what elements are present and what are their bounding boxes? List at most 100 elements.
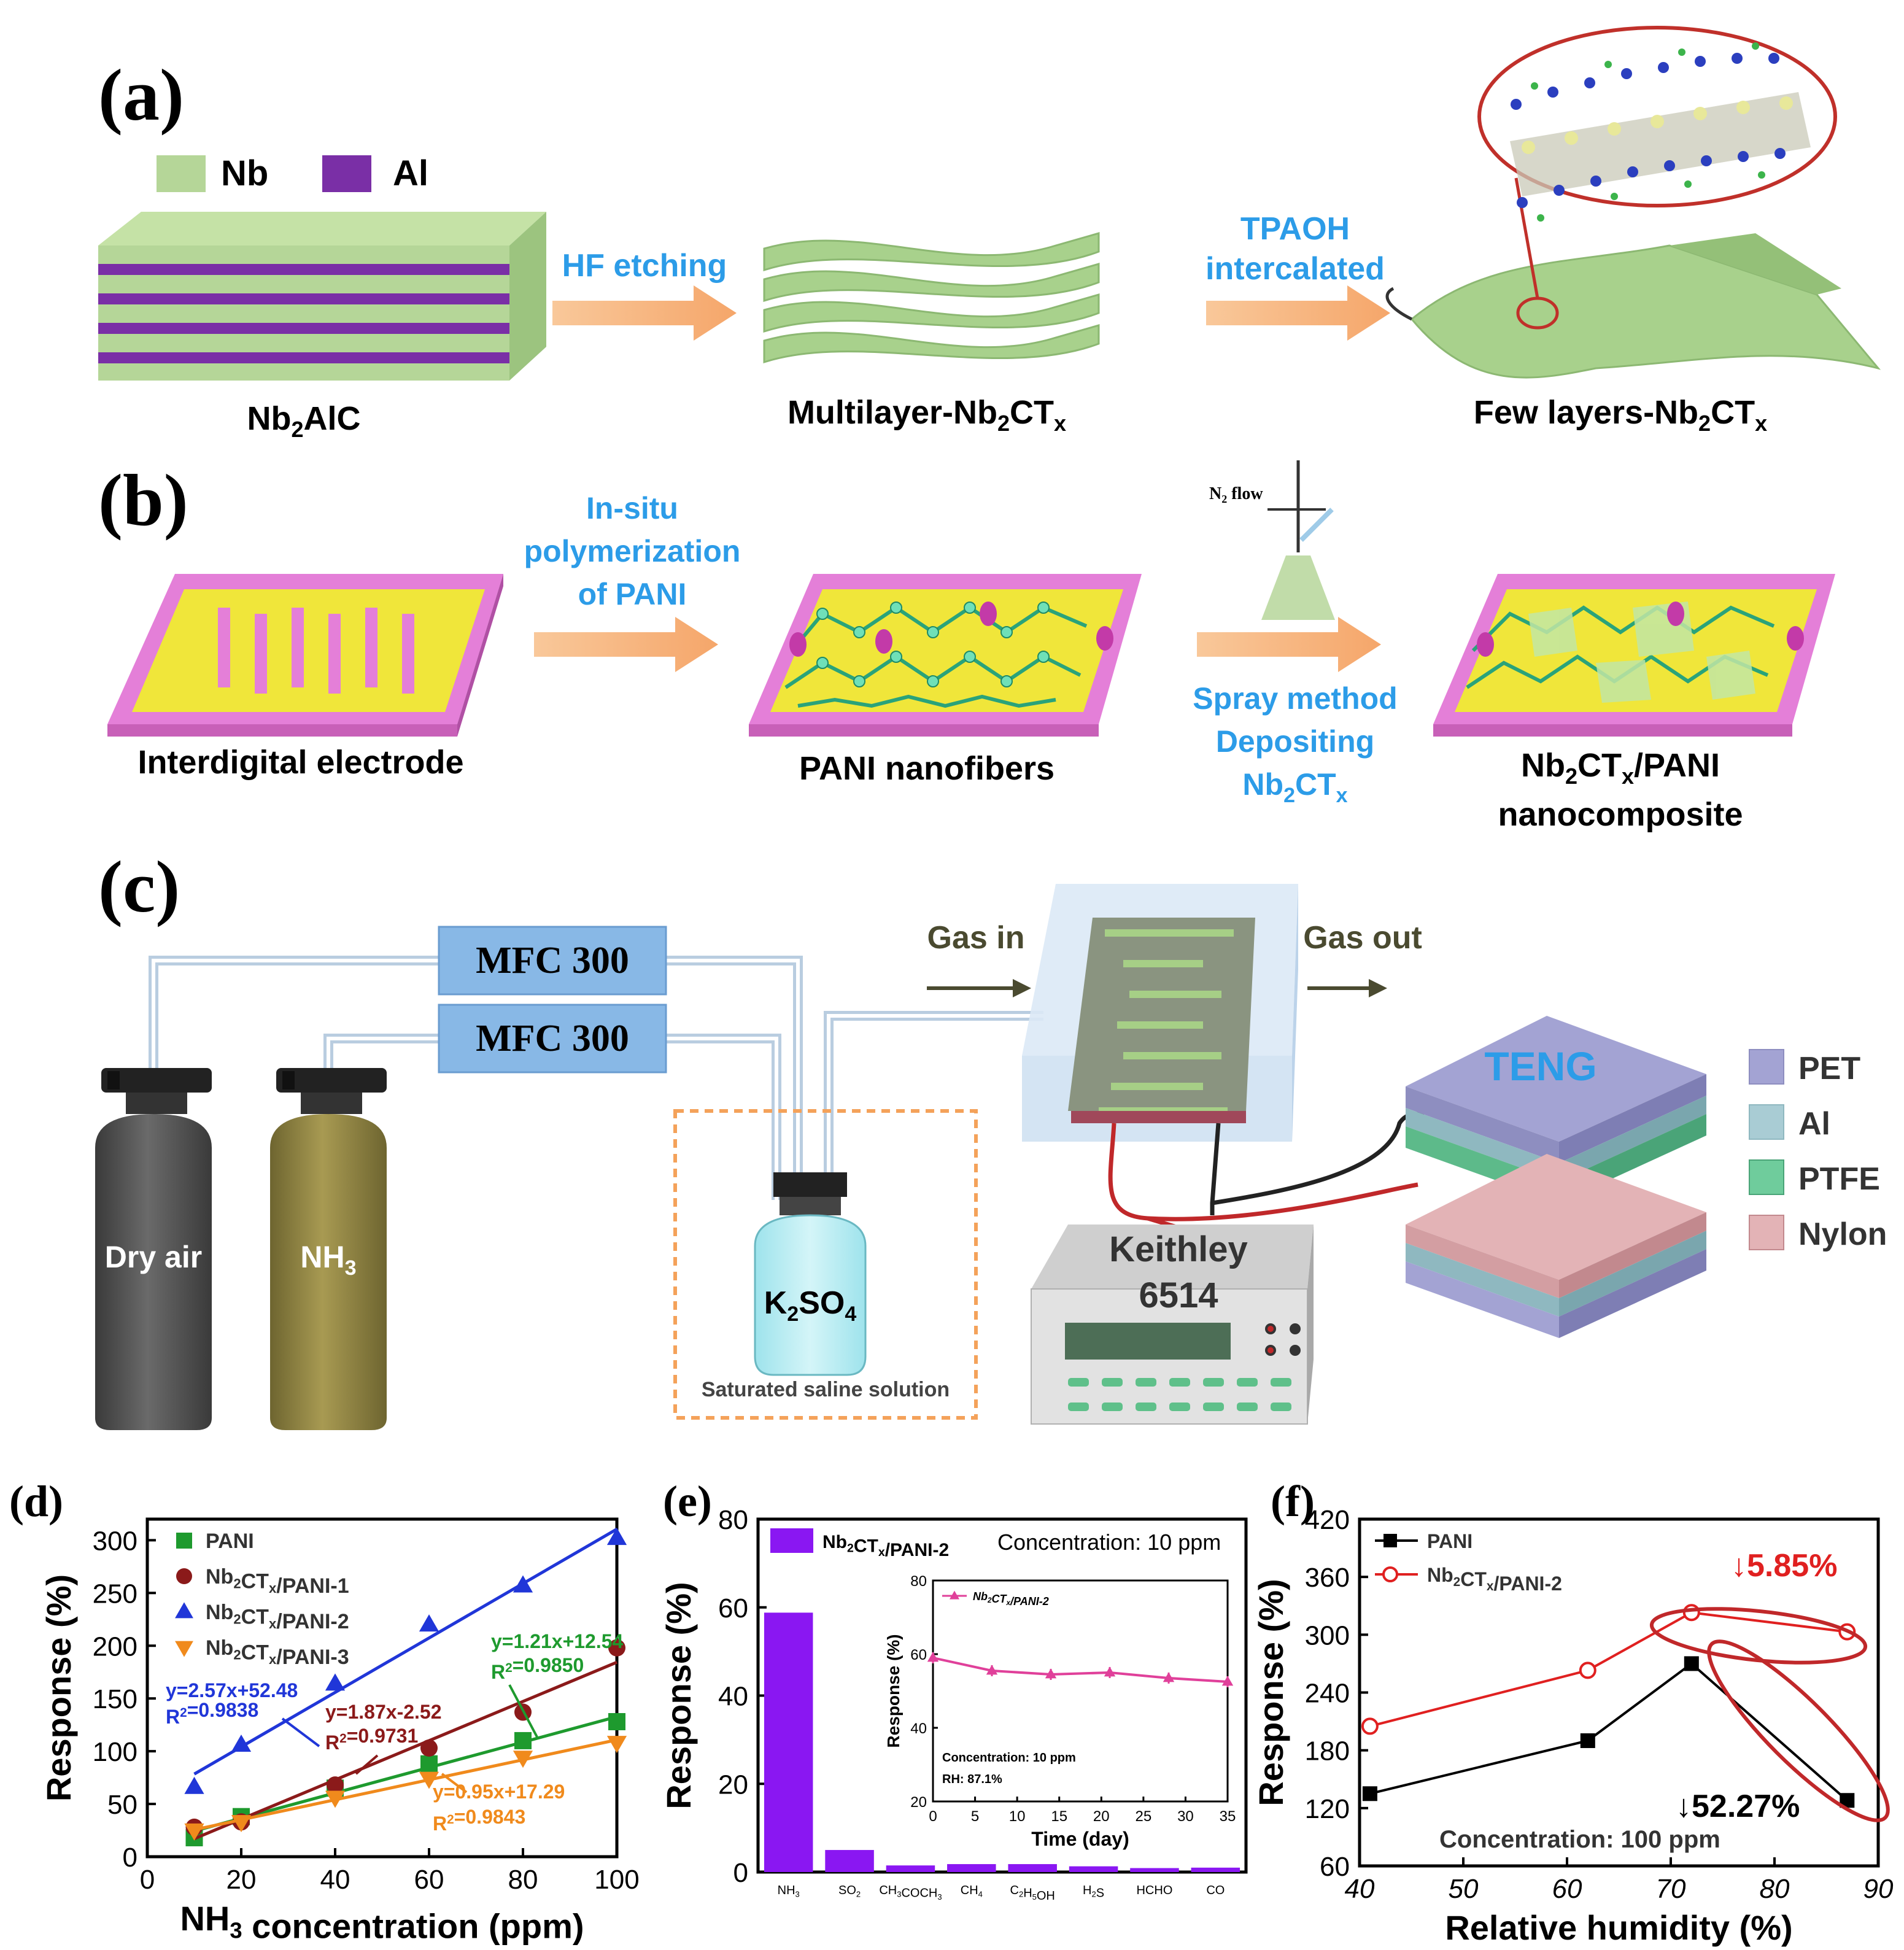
- panel-b: (b) Interdigital electrode In-situ polym…: [98, 459, 1835, 833]
- e-legend-swatch: [770, 1528, 813, 1553]
- e-inset-point: [986, 1665, 998, 1675]
- legend-pet-swatch: [1749, 1049, 1784, 1085]
- f-series-line: [1369, 1662, 1848, 1801]
- e-frame: [756, 1517, 1248, 1874]
- in-situ-label: In-situ: [586, 491, 678, 525]
- arrow-spray: [1197, 617, 1381, 672]
- d-point: [606, 1736, 627, 1754]
- e-inset-xlabel: Time (day): [1031, 1828, 1129, 1850]
- e-xtick-label: HCHO: [1136, 1884, 1172, 1897]
- few-layer-sheets: [1385, 233, 1881, 379]
- e-inset-ytick-label: 40: [910, 1720, 927, 1737]
- f-legend-marker: [1382, 1566, 1398, 1582]
- dry-air-label: Dry air: [105, 1240, 202, 1274]
- polymerization-label: polymerization: [524, 534, 741, 568]
- f-point: [1362, 1786, 1377, 1801]
- f-point: [1361, 1717, 1379, 1735]
- keithley-label-1: Keithley: [1109, 1229, 1248, 1269]
- panel-f-label: (f): [1271, 1477, 1315, 1526]
- d-point: [514, 1731, 532, 1749]
- d-point: [606, 1528, 627, 1546]
- f-xtick-label: 60: [1552, 1874, 1582, 1904]
- e-xtick-label: C2H5OH: [1010, 1884, 1055, 1903]
- e-xtick-label: NH3: [778, 1884, 800, 1898]
- d-point: [327, 1776, 344, 1794]
- d-point: [419, 1614, 439, 1632]
- d-legend-label: Nb2CTx/PANI-1: [206, 1565, 349, 1598]
- legend-al-label: Al: [1798, 1106, 1830, 1142]
- d-ytick-label: 200: [93, 1631, 137, 1662]
- pani-caption: PANI nanofibers: [799, 750, 1055, 787]
- legend-al-swatch: [322, 155, 371, 192]
- f-ytick-label: 360: [1305, 1563, 1350, 1593]
- teng-legend: [1749, 1049, 1784, 1250]
- composite-caption-1: Nb2CTx/PANI: [1521, 747, 1720, 789]
- multilayer-caption: Multilayer-Nb2CTx: [788, 394, 1066, 436]
- f-xtick-label: 40: [1345, 1874, 1375, 1904]
- d-ytick-label: 0: [123, 1843, 137, 1873]
- d-ytick-label: 50: [107, 1790, 137, 1820]
- panel-d-label: (d): [9, 1477, 63, 1526]
- teng-label: TENG: [1484, 1043, 1596, 1089]
- d-point: [325, 1790, 346, 1808]
- e-bar: [947, 1864, 996, 1872]
- d-legend-label: Nb2CTx/PANI-2: [206, 1601, 349, 1633]
- legend-ptfe-label: PTFE: [1798, 1161, 1880, 1197]
- e-xtick-label: CH3COCH3: [879, 1884, 942, 1902]
- e-inset-note-2: RH: 87.1%: [942, 1773, 1002, 1786]
- tpaoh-label: TPAOH: [1240, 211, 1350, 247]
- zoom-inset: [1477, 26, 1837, 330]
- d-annotation-arrow: [441, 1773, 468, 1793]
- e-inset-xtick-label: 15: [1051, 1808, 1067, 1825]
- gas-chamber: [1022, 884, 1298, 1142]
- d-xtick-label: 40: [320, 1865, 350, 1895]
- n2-flow-label: N2 flow: [1209, 484, 1263, 505]
- mfc-box-1: [438, 926, 667, 996]
- pani-nanofibers: [749, 574, 1142, 737]
- d-fit-line: [193, 1528, 618, 1776]
- e-inset-note-1: Concentration: 10 ppm: [942, 1751, 1076, 1765]
- f-point: [1580, 1733, 1595, 1748]
- e-bar: [764, 1612, 813, 1872]
- e-inset-frame: [932, 1579, 1229, 1803]
- e-bar: [825, 1850, 874, 1872]
- d-annotation-r2: R2=0.9850: [491, 1654, 584, 1683]
- composite-caption-2: nanocomposite: [1498, 796, 1743, 833]
- d-point: [513, 1575, 533, 1593]
- arrow-tpaoh: [1206, 285, 1390, 341]
- d-point: [608, 1713, 625, 1730]
- e-inset-ytick-label: 60: [910, 1647, 927, 1663]
- spray-nozzle: [1261, 460, 1335, 620]
- legend-al-label: Al: [393, 153, 428, 193]
- d-fit-line: [193, 1660, 617, 1840]
- f-ytick-label: 420: [1305, 1505, 1350, 1535]
- d-point: [184, 1823, 204, 1841]
- nb2ctx-label: Nb2CTx: [1242, 767, 1347, 807]
- gas-out-label: Gas out: [1303, 920, 1422, 956]
- d-point: [513, 1751, 533, 1768]
- f-xtick-label: 80: [1760, 1874, 1790, 1904]
- f-drop-red: ↓5.85%: [1731, 1548, 1837, 1584]
- nb2alc-caption: Nb2AlC: [247, 400, 360, 442]
- mfc-box-2: [438, 1004, 667, 1074]
- intercalated-label: intercalated: [1205, 251, 1385, 287]
- e-xtick-label: CO: [1206, 1884, 1225, 1897]
- nb2alc-stack: [98, 212, 546, 381]
- d-annotation-arrow: [281, 1717, 320, 1747]
- d-legend-marker: [175, 1602, 193, 1619]
- d-annotation-eq: y=2.57x+52.48: [166, 1679, 298, 1701]
- d-point: [420, 1755, 438, 1773]
- e-inset-point: [1221, 1676, 1234, 1686]
- f-ylabel: Response (%): [1252, 1579, 1290, 1806]
- e-inset-legend-marker: [949, 1590, 960, 1600]
- multilayer-stack: [763, 232, 1100, 364]
- d-point: [184, 1776, 204, 1794]
- e-inset-ylabel: Response (%): [884, 1634, 903, 1747]
- e-inset-xtick-label: 35: [1220, 1808, 1236, 1825]
- d-xtick-label: 80: [508, 1865, 538, 1895]
- d-point: [420, 1739, 438, 1757]
- f-note: Concentration: 100 ppm: [1439, 1826, 1720, 1853]
- f-point: [1682, 1604, 1700, 1622]
